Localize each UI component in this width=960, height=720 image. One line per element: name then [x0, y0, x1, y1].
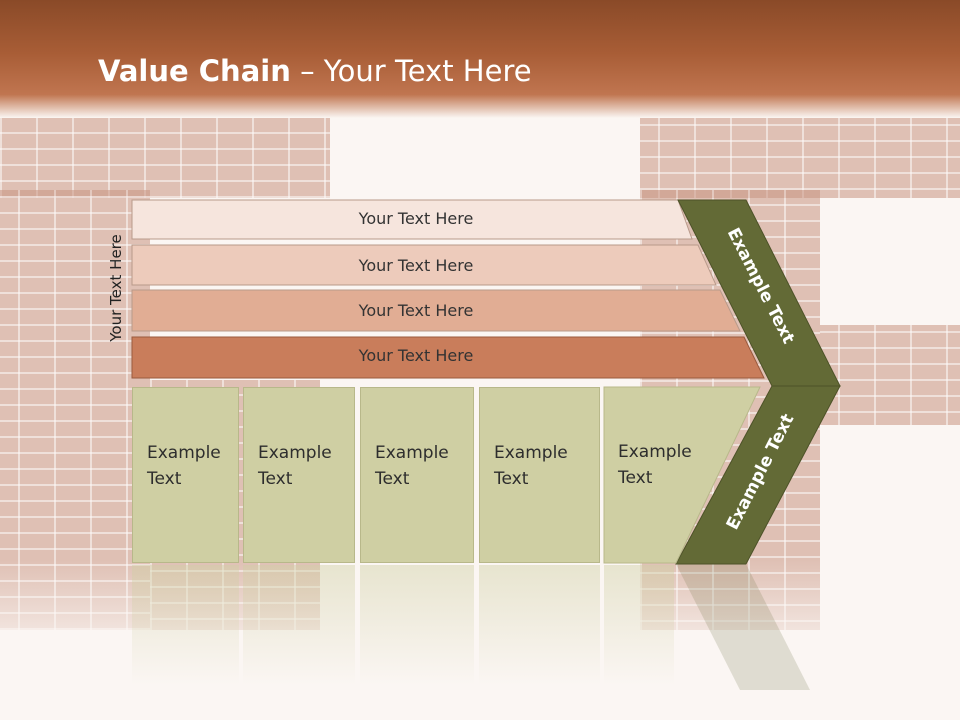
row-label-4: Your Text Here: [358, 346, 474, 365]
chevron-lower: [675, 385, 841, 565]
box-4-text: Example Text: [494, 443, 568, 489]
box-4: Example Text: [479, 387, 600, 563]
row-bar-2: [131, 244, 717, 286]
row-label-1: Your Text Here: [358, 209, 474, 228]
box-1: Example Text: [132, 387, 239, 563]
floor-fade: [0, 560, 960, 720]
row-label-3: Your Text Here: [358, 301, 474, 320]
title-bold: Value Chain: [98, 54, 291, 88]
chevron-reflection: [676, 564, 810, 690]
brick-wall-left-pillar: [0, 190, 150, 630]
row-bar-4: [131, 336, 765, 379]
box-1-text: Example Text: [147, 443, 221, 489]
side-vertical-label: Your Text Here: [107, 234, 125, 342]
box-5-shape: [603, 386, 761, 564]
box-3: Example Text: [360, 387, 474, 563]
row-label-2: Your Text Here: [358, 256, 474, 275]
box-1-reflection: [132, 565, 239, 685]
slide-title: Value Chain – Your Text Here: [98, 54, 532, 88]
brick-wall-left-top: [0, 118, 330, 198]
box-2-text: Example Text: [258, 443, 332, 489]
title-rest: – Your Text Here: [290, 54, 532, 88]
box-5-reflection: [604, 565, 674, 685]
box-4-reflection: [479, 565, 600, 685]
title-band: [0, 0, 960, 118]
box-3-text: Example Text: [375, 443, 449, 489]
row-bar-1: [131, 199, 693, 240]
brick-wall-right-ledge: [820, 325, 960, 425]
box-2-reflection: [243, 565, 355, 685]
box-2: Example Text: [243, 387, 355, 563]
row-bar-3: [131, 289, 741, 332]
brick-wall-right-top: [640, 118, 960, 198]
box-3-reflection: [360, 565, 474, 685]
box-5-text: Example Text: [618, 442, 692, 488]
